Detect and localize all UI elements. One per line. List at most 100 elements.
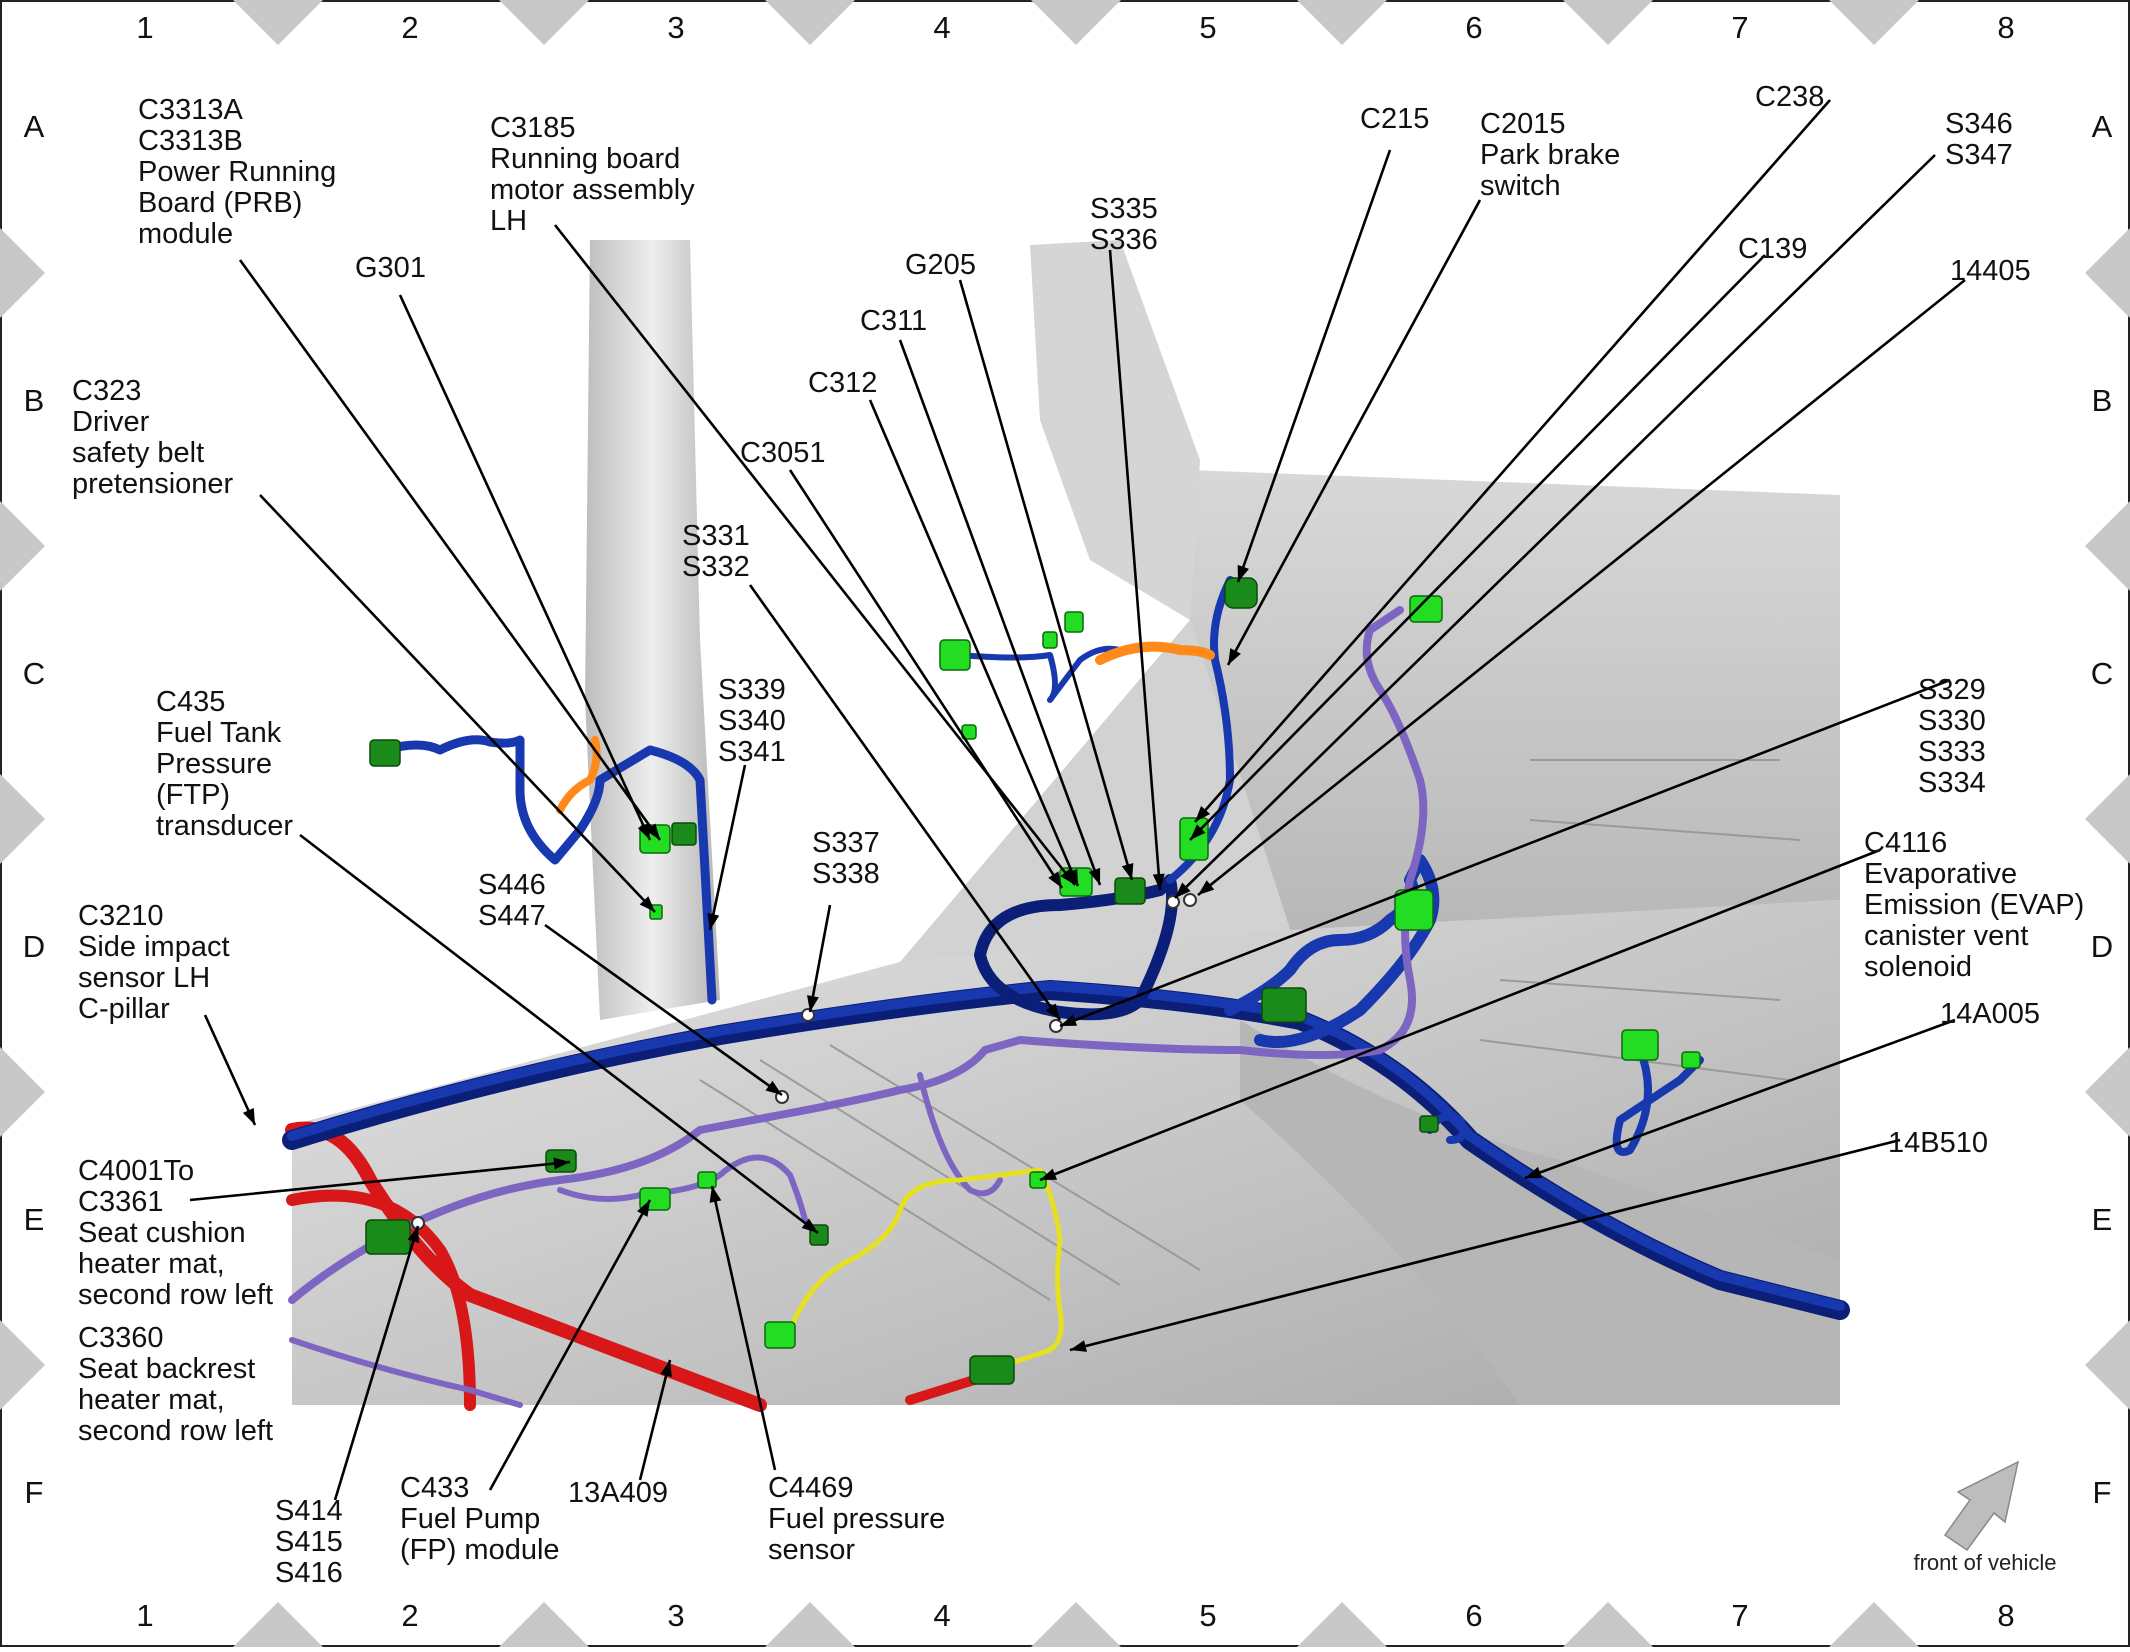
label-c4469: C4469 Fuel pressure sensor xyxy=(768,1472,953,1566)
border-diamond xyxy=(233,1602,323,1652)
harness-purple xyxy=(288,606,1428,1304)
border-diamond xyxy=(0,1320,45,1410)
label-c311: C311 xyxy=(860,305,927,337)
leader-arrowhead xyxy=(637,1200,650,1217)
label-13a409: 13A409 xyxy=(568,1477,668,1509)
leader-arrowhead xyxy=(1175,882,1191,898)
col-label-top: 2 xyxy=(401,10,418,45)
border-diamond xyxy=(1829,1602,1919,1652)
label-c4001: C4001To C3361 Seat cushion heater mat, s… xyxy=(78,1155,273,1311)
border-diamond xyxy=(1031,1602,1121,1652)
harness-blue-riser xyxy=(1166,576,1244,884)
front-floor xyxy=(900,620,1290,962)
label-s446: S446 S447 xyxy=(478,869,554,932)
col-label-top: 7 xyxy=(1731,10,1748,45)
border-diamond xyxy=(765,0,855,45)
label-14a005: 14A005 xyxy=(1940,998,2040,1030)
row-label-left: F xyxy=(25,1475,44,1510)
label-s337: S337 S338 xyxy=(812,827,888,890)
connector-c311 xyxy=(1114,877,1146,905)
connector-far-right xyxy=(1621,1029,1659,1061)
c-pillar-panel xyxy=(585,240,720,1020)
label-c323: C323 Driver safety belt pretensioner xyxy=(72,375,234,500)
row-label-right: F xyxy=(2093,1475,2112,1510)
leader-arrowhead xyxy=(1070,1340,1087,1352)
floor-ribs xyxy=(699,759,1801,1301)
label-c139: C139 xyxy=(1738,233,1807,265)
row-label-right: D xyxy=(2091,929,2113,964)
border-diamond xyxy=(1297,1602,1387,1652)
connector-14b510 xyxy=(969,1355,1015,1385)
leader-arrowhead xyxy=(807,995,819,1012)
col-label-top: 6 xyxy=(1465,10,1482,45)
connector-c4469 xyxy=(697,1171,717,1189)
front-of-vehicle-caption: front of vehicle xyxy=(1913,1550,2056,1575)
border-diamond xyxy=(0,501,45,591)
harness-orange xyxy=(1095,641,1215,665)
label-c3185: C3185 Running board motor assembly LH xyxy=(490,112,703,237)
leader-arrowhead xyxy=(801,1218,818,1233)
splice-s346 xyxy=(1183,893,1197,907)
floor-tunnel xyxy=(1240,1020,1840,1405)
connector-yellow-1 xyxy=(764,1321,796,1349)
leader-arrowhead xyxy=(645,823,660,840)
connector-c4116-yellow xyxy=(1029,1171,1047,1189)
upper-pillar-panel xyxy=(1030,240,1200,620)
leader-arrowhead xyxy=(1237,564,1249,582)
leader-arrowhead xyxy=(1195,806,1211,822)
leader-arrowhead xyxy=(1525,1166,1543,1179)
border-diamond xyxy=(0,774,45,864)
splice-s337 xyxy=(801,1008,815,1022)
label-c4116: C4116 Evaporative Emission (EVAP) canist… xyxy=(1864,827,2092,983)
leader-arrowhead xyxy=(1045,1003,1060,1020)
leader-arrowhead xyxy=(407,1226,420,1244)
col-label-bottom: 3 xyxy=(667,1598,684,1633)
row-label-right: C xyxy=(2091,656,2113,691)
leader-lines xyxy=(189,99,1966,1501)
row-label-right: B xyxy=(2092,383,2113,418)
connector-c4116 xyxy=(1394,889,1434,931)
row-label-left: E xyxy=(24,1202,45,1237)
harness-purple-branch xyxy=(917,1072,1003,1197)
label-c215: C215 xyxy=(1360,103,1429,135)
harness-blue-upper xyxy=(957,645,1123,703)
col-label-top: 8 xyxy=(1997,10,2014,45)
cab-back-wall xyxy=(1190,470,1840,930)
row-label-right: A xyxy=(2092,109,2113,144)
border-diamond xyxy=(499,1602,589,1652)
connector-upper-1 xyxy=(939,639,971,671)
border-diamond xyxy=(1031,0,1121,45)
leader-arrowhead xyxy=(1060,868,1075,885)
border-diamond xyxy=(2085,1047,2130,1137)
grid-column-labels-top: 1 2 3 4 5 6 7 8 xyxy=(136,10,2014,45)
harness-blue-main-hi xyxy=(287,981,1845,1311)
leader-arrowheads xyxy=(242,564,1543,1377)
col-label-bottom: 7 xyxy=(1731,1598,1748,1633)
border-diamond xyxy=(499,0,589,45)
connector-14a005 xyxy=(1419,1115,1439,1133)
border-diamond xyxy=(1563,0,1653,45)
leader-arrowhead xyxy=(1228,648,1241,665)
leader-arrowhead xyxy=(660,1360,672,1377)
leader-arrowhead xyxy=(553,1157,570,1170)
leader-arrowhead xyxy=(637,822,650,840)
callout-labels: C3313A C3313B Power Running Board (PRB) … xyxy=(72,81,2092,1589)
grid-row-labels-left: A B C D E F xyxy=(23,109,45,1510)
label-c3210: C3210 Side impact sensor LH C-pillar xyxy=(78,900,238,1025)
col-label-top: 5 xyxy=(1199,10,1216,45)
col-label-bottom: 6 xyxy=(1465,1598,1482,1633)
leader-arrowhead xyxy=(1048,871,1062,888)
harness-blue-far-right xyxy=(1612,1046,1704,1156)
label-c433: C433 Fuel Pump (FP) module xyxy=(400,1472,560,1566)
leader-arrowhead xyxy=(709,1186,722,1203)
border-diamond xyxy=(1297,0,1387,45)
row-label-left: D xyxy=(23,929,45,964)
label-s329: S329 S330 S333 S334 xyxy=(1918,674,1994,799)
leader-arrowhead xyxy=(1121,862,1134,880)
vehicle-body-illustration xyxy=(292,240,1840,1405)
connector-c215 xyxy=(1224,577,1258,609)
border-diamond xyxy=(2085,774,2130,864)
leader-arrowhead xyxy=(765,1080,782,1095)
